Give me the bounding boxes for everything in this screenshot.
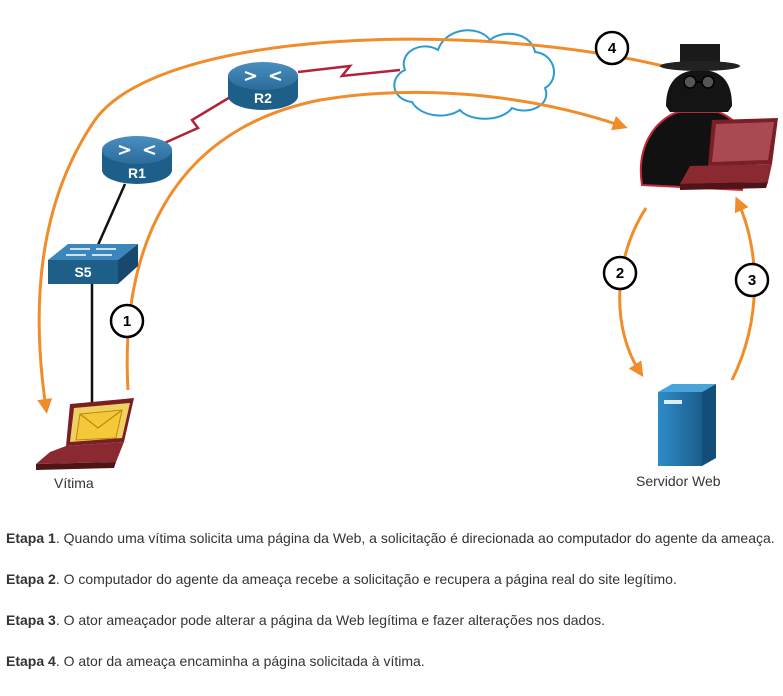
router-r1-label: R1	[128, 165, 146, 181]
router-r2: R2	[228, 62, 298, 110]
serial-link-r2-cloud	[297, 64, 401, 78]
step-2-text: . O computador do agente da ameaça receb…	[55, 571, 677, 587]
step-2: Etapa 2. O computador do agente da ameaç…	[6, 569, 776, 589]
router-r2-label: R2	[254, 90, 272, 106]
switch-s5-label: S5	[74, 264, 91, 280]
step-1-text: . Quando uma vítima solicita uma página …	[55, 530, 775, 546]
step-badge-1: 1	[109, 303, 145, 339]
step-1: Etapa 1. Quando uma vítima solicita uma …	[6, 528, 776, 548]
svg-text:2: 2	[616, 265, 624, 282]
server-label: Servidor Web	[636, 473, 721, 489]
switch-s5: S5	[48, 244, 138, 284]
victim-laptop	[36, 398, 134, 470]
web-server	[658, 384, 716, 466]
victim-label: Vítima	[54, 475, 94, 491]
step-1-title: Etapa 1	[6, 530, 56, 546]
step-2-title: Etapa 2	[6, 571, 56, 587]
arrow-step-4	[37, 37, 664, 414]
svg-text:3: 3	[748, 272, 756, 289]
step-4-text: . O ator da ameaça encaminha a página so…	[55, 653, 425, 669]
step-4-title: Etapa 4	[6, 653, 56, 669]
link-r1-s5	[96, 183, 127, 246]
arrow-step-1	[125, 90, 628, 391]
arrow-step-2	[618, 207, 648, 377]
serial-link-r1-r2	[159, 94, 233, 147]
threat-actor-laptop	[680, 118, 778, 190]
step-badge-3: 3	[734, 262, 770, 298]
steps-list: Etapa 1. Quando uma vítima solicita uma …	[6, 528, 776, 692]
step-3: Etapa 3. O ator ameaçador pode alterar a…	[6, 610, 776, 630]
step-3-text: . O ator ameaçador pode alterar a página…	[55, 612, 605, 628]
step-badge-4: 4	[594, 30, 630, 66]
step-3-title: Etapa 3	[6, 612, 56, 628]
envelope-icon	[75, 409, 123, 441]
step-4: Etapa 4. O ator da ameaça encaminha a pá…	[6, 651, 776, 671]
internet-cloud	[393, 29, 555, 120]
router-r1: R1	[102, 136, 172, 184]
attack-diagram: R2 R1 S5 Vítima	[36, 29, 778, 491]
svg-text:4: 4	[608, 40, 617, 57]
svg-text:1: 1	[123, 313, 131, 330]
step-badge-2: 2	[602, 255, 638, 291]
